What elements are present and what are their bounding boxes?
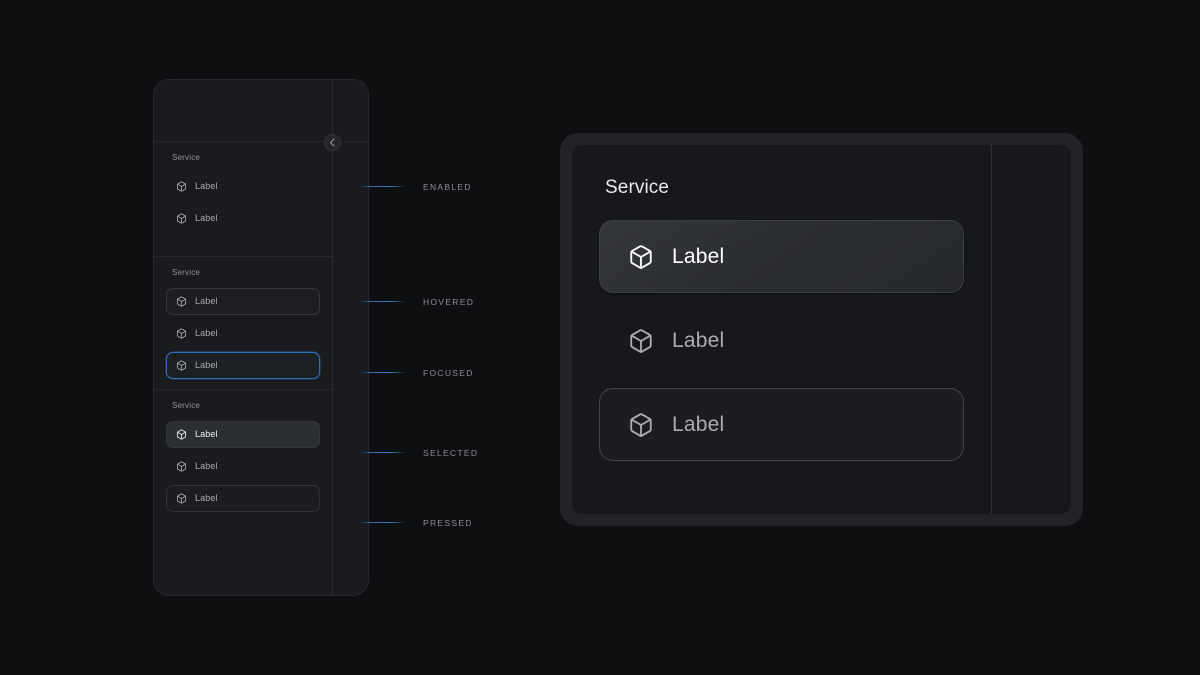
annotation-connector-pressed [360,522,405,523]
cube-icon [176,493,187,504]
annotation-label-pressed: PRESSED [423,518,473,528]
group-title: Service [172,153,201,162]
sidebar-item-label-hovered[interactable]: Label [166,288,320,315]
group-title: Service [172,401,201,410]
sidebar-item-text: Label [195,429,218,439]
cube-icon [628,412,654,438]
cube-icon [628,244,654,270]
sidebar-item-label[interactable]: Label [166,205,320,232]
sidebar-item-label-pressed[interactable]: Label [166,485,320,512]
spec-group-3-list: Label Label [154,410,332,512]
sidebar-item-text: Label [195,296,218,306]
nav-item-text: Label [672,413,725,436]
annotation-connector-selected [360,452,405,453]
chevron-left-icon[interactable] [324,134,341,151]
annotation-label-hovered: HOVERED [423,297,475,307]
cube-icon [176,296,187,307]
sidebar-item-label-selected[interactable]: Label [166,421,320,448]
annotation-connector-focused [360,372,405,373]
annotation-connector-enabled [360,186,405,187]
spec-group-1-list: Label Label [154,162,332,232]
spec-group-1: Service Label [154,142,332,257]
nav-item-text: Label [672,245,725,268]
annotation-label-enabled: ENABLED [423,182,472,192]
spec-panel: Service Label [153,79,369,596]
cube-icon [628,328,654,354]
showcase-panel: Service Label [560,133,1083,526]
spec-group-3: Service Label [154,390,332,540]
sidebar-item-label-focused[interactable]: Label [166,352,320,379]
spec-panel-header [154,80,368,142]
sidebar-item-text: Label [195,360,218,370]
cube-icon [176,328,187,339]
annotation-connector-hovered [360,301,405,302]
sidebar-item-text: Label [195,213,218,223]
sidebar-item-text: Label [195,328,218,338]
cube-icon [176,181,187,192]
nav-item-label-enabled[interactable]: Label [599,304,964,377]
group-title: Service [172,268,201,277]
showcase-panel-divider [991,145,992,514]
sidebar-item-text: Label [195,461,218,471]
cube-icon [176,461,187,472]
nav-item-label-selected[interactable]: Label [599,220,964,293]
spec-group-2-list: Label Label [154,277,332,379]
nav-item-text: Label [672,329,725,352]
spec-panel-rail-divider [332,80,333,595]
nav-item-label-pressed[interactable]: Label [599,388,964,461]
annotation-label-focused: FOCUSED [423,368,474,378]
page-title: Service [605,177,670,198]
spec-group-2: Service Label [154,257,332,390]
sidebar-item-label[interactable]: Label [166,173,320,200]
showcase-nav-list: Label Label [599,220,964,472]
showcase-panel-surface: Service Label [572,145,1071,514]
annotation-label-selected: SELECTED [423,448,479,458]
sidebar-item-label[interactable]: Label [166,320,320,347]
sidebar-item-label[interactable]: Label [166,453,320,480]
cube-icon [176,213,187,224]
sidebar-item-text: Label [195,493,218,503]
sidebar-item-text: Label [195,181,218,191]
cube-icon [176,429,187,440]
cube-icon [176,360,187,371]
